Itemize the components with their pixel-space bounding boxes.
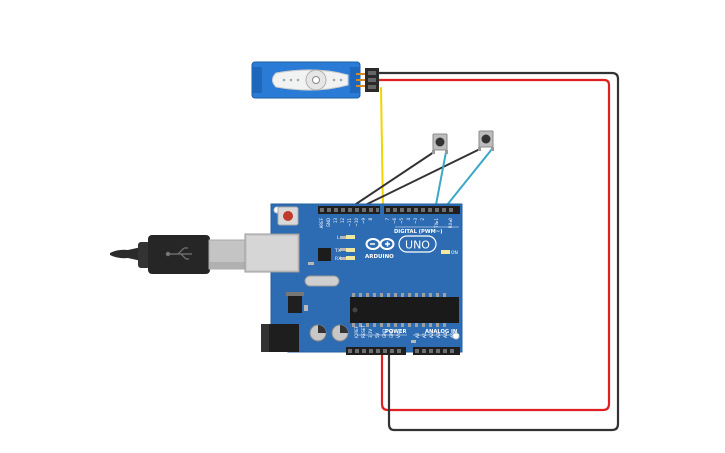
led-label-l: L (337, 235, 340, 241)
pushbutton-1[interactable] (432, 133, 448, 154)
digital-pin-label-10: ~5 (399, 218, 404, 224)
smd-components (304, 236, 416, 343)
brand-label: ARDUINO (365, 254, 394, 260)
digital-pin-label-11: 4 (406, 218, 411, 221)
voltage-regulator (288, 295, 302, 313)
status-leds (346, 235, 450, 260)
wires (346, 71, 620, 432)
power-label: POWER (385, 329, 406, 335)
capacitors (309, 324, 349, 342)
usb-strain-relief (138, 242, 150, 268)
power-pin-label-5: GND (389, 329, 394, 338)
analog-pin-label-0: A0 (415, 332, 420, 338)
digital-pin-label-15: RX◂0 (448, 218, 453, 229)
servo-mount-tab (252, 67, 262, 93)
servo-mount-tab (350, 67, 360, 93)
led-label-rx: RX (335, 256, 341, 262)
digital-pin-label-5: ~10 (354, 218, 359, 227)
pushbutton-icon (478, 130, 494, 151)
digital-pin-label-1: GND (326, 218, 331, 227)
usb-symbol-icon (165, 247, 192, 260)
led-label-tx: TX (334, 248, 341, 254)
digital-pin-label-9: ~6 (392, 218, 397, 224)
power-pin-label-0: IOREF (354, 325, 359, 338)
analog-pin-label-1: A1 (422, 332, 427, 338)
regulator-tab (286, 292, 304, 296)
reset-button[interactable] (277, 206, 299, 226)
digital-header[interactable] (318, 206, 460, 214)
servo-ground-wire[interactable] (376, 71, 620, 432)
usb-interface-chip (318, 248, 331, 261)
digital-pin-label-12: ~3 (413, 218, 418, 224)
digital-pin-label-7: 8 (368, 218, 373, 221)
digital-header-label: DIGITAL (PWM~) (394, 229, 442, 235)
digital-pin-label-8: 7 (385, 218, 390, 221)
analog-pin-label-2: A2 (429, 332, 434, 338)
pushbutton-2[interactable] (478, 130, 494, 151)
button1-signal-wire[interactable] (434, 151, 447, 211)
usb-cable-icon[interactable] (110, 235, 246, 274)
servo-screw (312, 76, 320, 84)
analog-pin-label-5: A5 (450, 332, 455, 338)
model-label: UNO (405, 239, 430, 252)
servo-power-wire[interactable] (376, 78, 611, 412)
power-pin-label-3: 5V (375, 332, 380, 338)
power-pin-label-4: GND (382, 329, 387, 338)
analog-pin-label-4: A4 (443, 332, 448, 338)
arduino-logo-icon (365, 238, 395, 250)
usb-b-jack-inner (247, 236, 297, 270)
analog-header[interactable] (413, 347, 460, 355)
dc-power-jack (261, 324, 299, 352)
power-header[interactable] (346, 347, 406, 355)
power-pin-label-2: 3.3V (368, 329, 373, 338)
digital-pin-label-0: AREF (319, 217, 324, 228)
servo-signal-wire[interactable] (380, 87, 384, 211)
servo-connector-pins (368, 71, 376, 89)
digital-pin-label-2: 13 (333, 218, 338, 224)
digital-pin-label-6: ~9 (361, 218, 366, 224)
uno-badge: UNO (398, 235, 437, 253)
digital-pin-label-14: TX▸1 (434, 218, 439, 229)
digital-pin-label-13: 2 (420, 218, 425, 221)
power-pin-label-6: Vin (396, 331, 401, 338)
button2-ground-wire[interactable] (354, 148, 481, 211)
button1-ground-wire[interactable] (346, 151, 435, 211)
on-led-label: ON (451, 250, 458, 256)
servo-motor-icon[interactable] (251, 61, 379, 99)
usb-metal-plug-shade (209, 262, 245, 269)
digital-pin-label-3: 12 (340, 218, 345, 224)
usb-cable-tail (110, 246, 146, 262)
atmega-microcontroller (350, 293, 459, 327)
button2-signal-wire[interactable] (442, 148, 493, 211)
pushbutton-icon (432, 133, 448, 154)
power-pin-label-1: RESET (361, 325, 366, 338)
analog-label: ANALOG IN (425, 329, 457, 335)
analog-pin-label-3: A3 (436, 332, 441, 338)
servo-horn-holes (282, 78, 343, 82)
digital-pin-label-4: ~11 (347, 218, 352, 227)
crystal-oscillator (304, 275, 340, 287)
servo-cable (356, 73, 366, 87)
